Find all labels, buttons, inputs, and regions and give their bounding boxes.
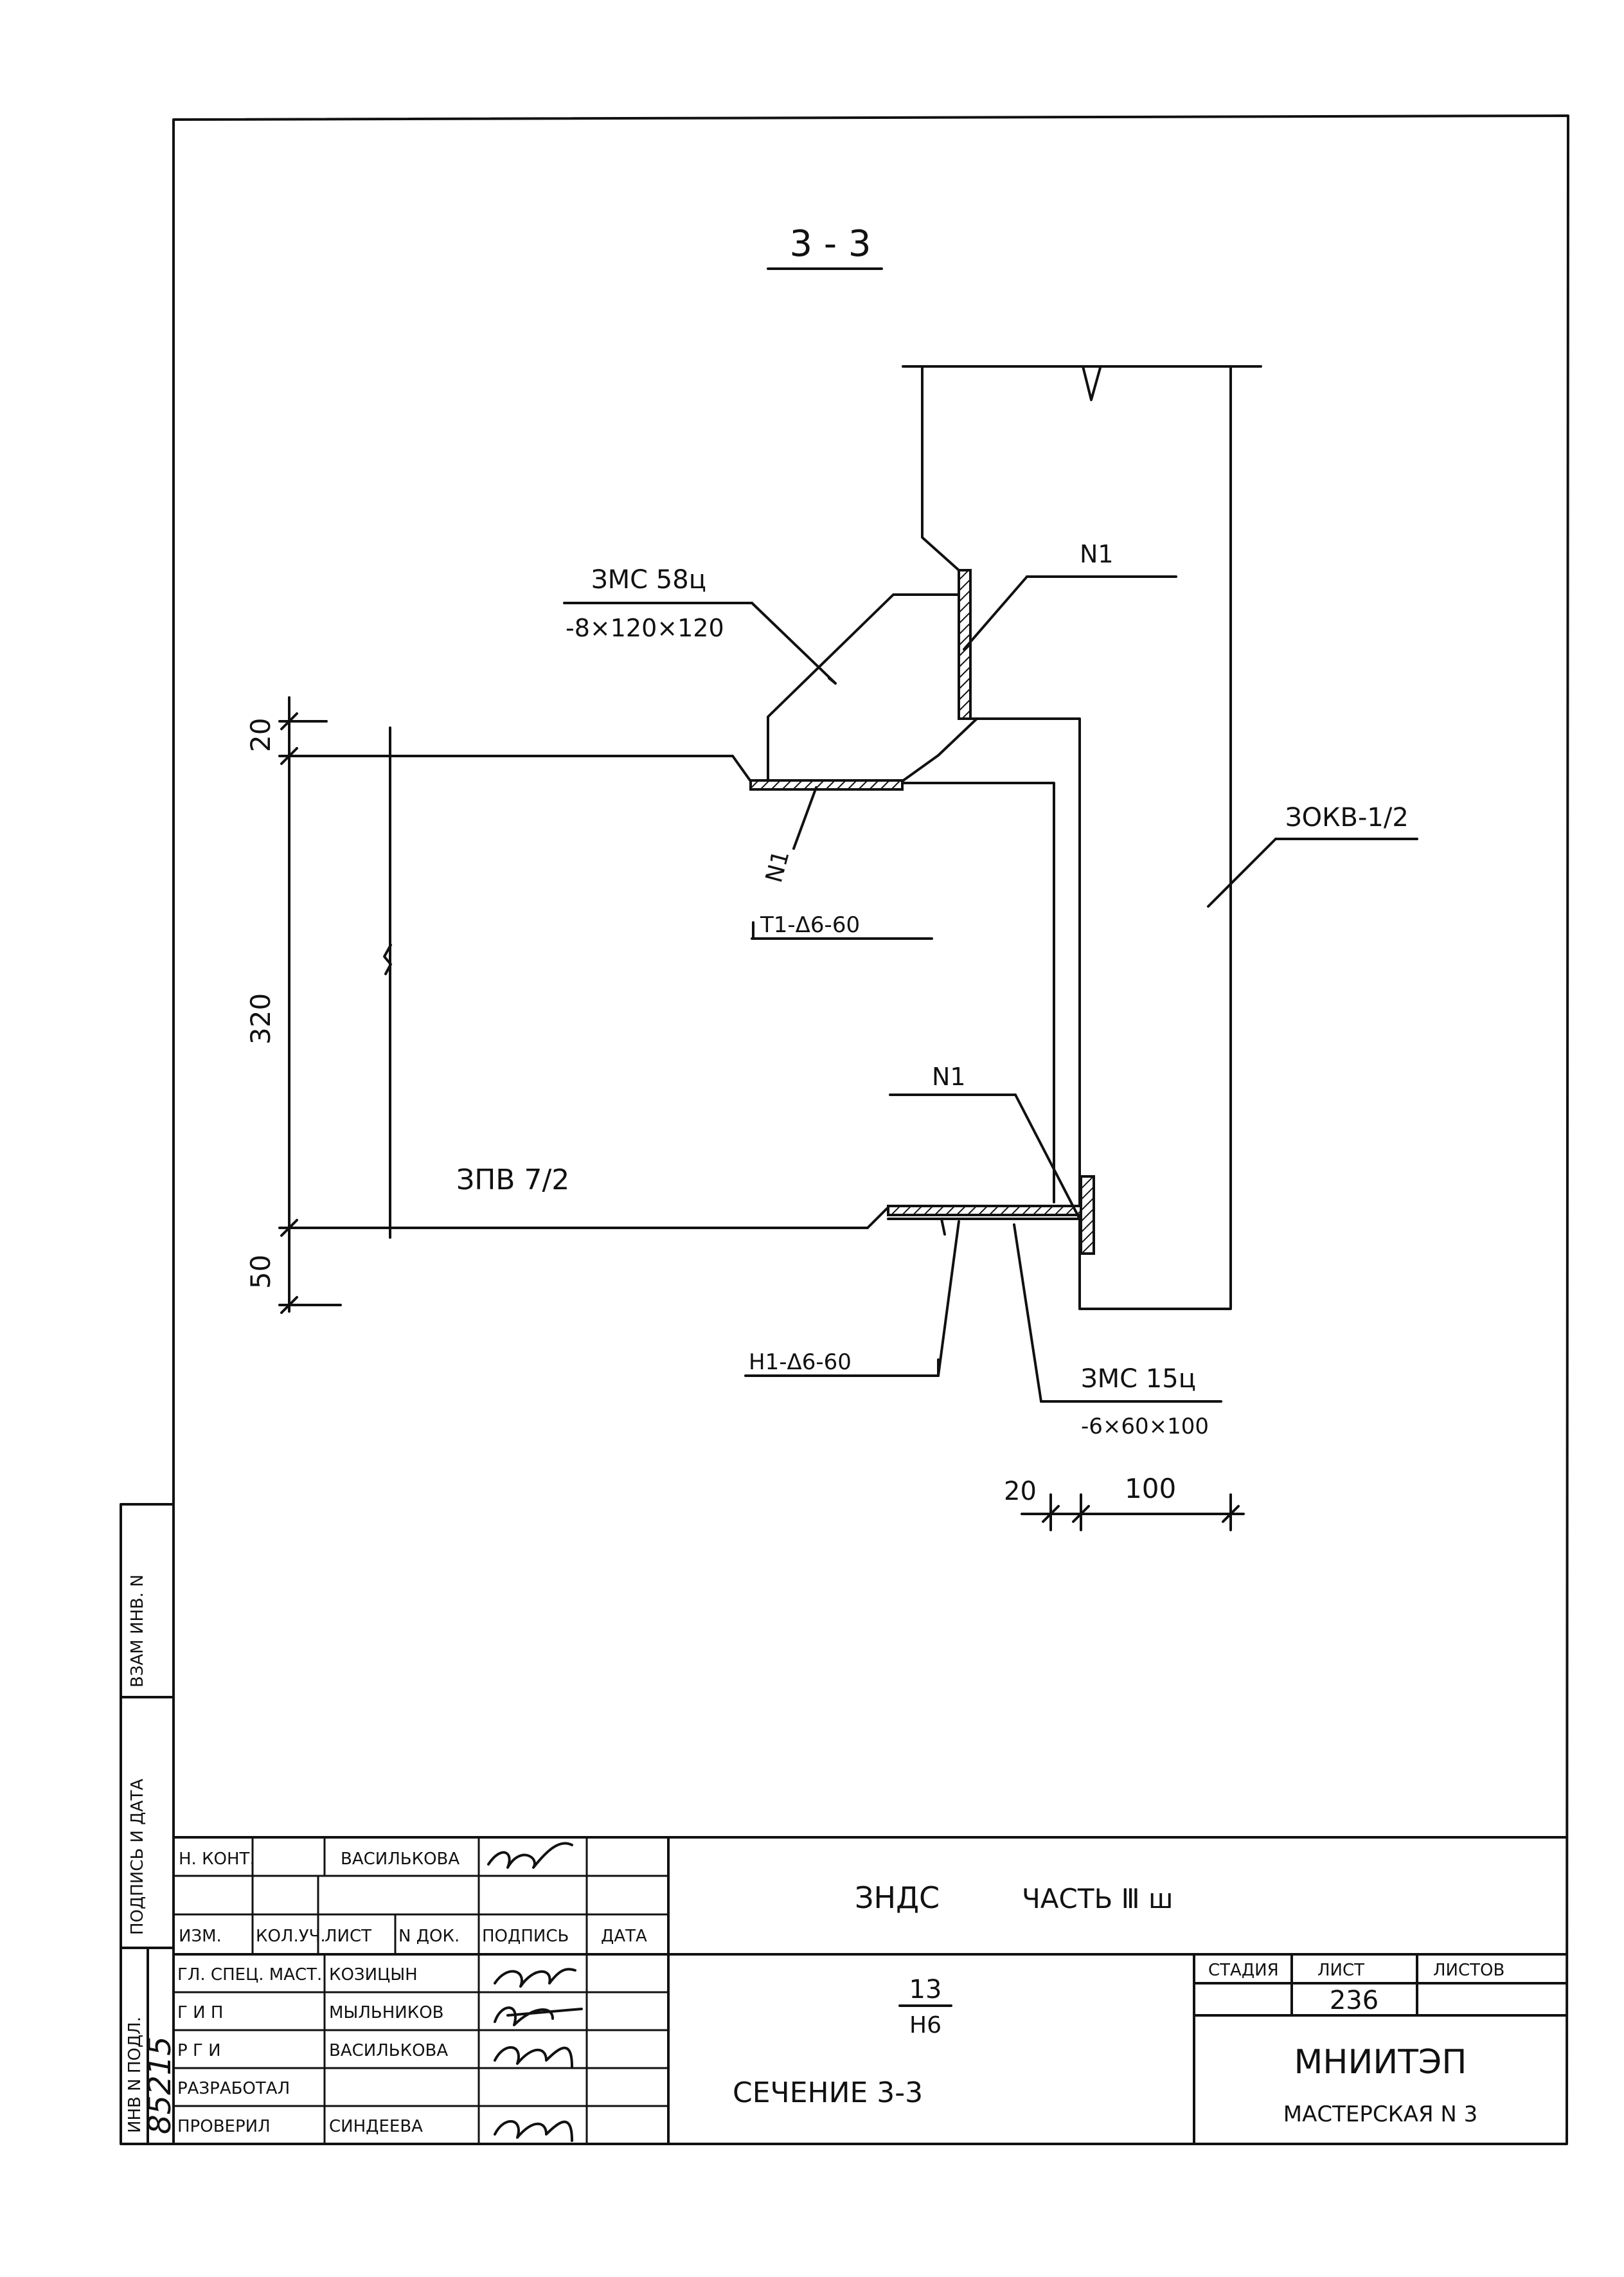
- leader-anchor-bottom: Н1-Δ6-60: [744, 1220, 960, 1377]
- label-plate-bottom-name: ЗМС 15ц: [1081, 1364, 1196, 1394]
- tb-name-nkont: ВАСИЛЬКОВА: [341, 1850, 460, 1869]
- stamp-sign-date: ПОДПИСЬ И ДАТА: [128, 1779, 147, 1935]
- tb-frac-bottom: Н6: [909, 2012, 941, 2039]
- tb-name-5: СИНДЕЕВА: [329, 2117, 423, 2136]
- section-title: 3 - 3: [767, 223, 883, 270]
- tb-hdr-list: ЛИСТ: [325, 1927, 371, 1946]
- title-block: Н. КОНТ. ВАСИЛЬКОВА ИЗМ. КОЛ.УЧ. ЛИСТ N …: [172, 1836, 1568, 2145]
- label-anchor-bottom: Н1-Δ6-60: [749, 1349, 852, 1375]
- label-plate-top-size: -8×120×120: [566, 614, 724, 642]
- stamp-inv-podl: ИНВ N ПОДЛ.: [125, 2017, 145, 2133]
- label-weld-bottom: N1: [932, 1063, 966, 1091]
- signature-5: [494, 2120, 573, 2142]
- tb-role-nkont: Н. КОНТ.: [179, 1850, 255, 1869]
- label-slab: ЗПВ 7/2: [456, 1164, 569, 1196]
- leader-column: ЗОКВ-1/2: [1207, 803, 1418, 908]
- label-plate-bottom-size: -6×60×100: [1081, 1414, 1209, 1439]
- tb-name-3: ВАСИЛЬКОВА: [329, 2041, 448, 2060]
- leader-weld-top-right: N1: [963, 540, 1177, 651]
- top-vertical-plate: [958, 569, 972, 720]
- tb-part: ЧАСТЬ Ⅲ ш: [1022, 1883, 1173, 1914]
- top-embedded-plate: [767, 593, 978, 784]
- signature-2: [494, 1968, 576, 1988]
- vertical-dimensions: 20 320 50: [245, 696, 342, 1314]
- label-column: ЗОКВ-1/2: [1285, 803, 1409, 833]
- tb-stage-label: СТАДИЯ: [1208, 1961, 1279, 1980]
- tb-role-5: ПРОВЕРИЛ: [177, 2117, 271, 2136]
- tb-sheets-label: ЛИСТОВ: [1433, 1961, 1504, 1980]
- tb-role-2: Г И П: [177, 2003, 223, 2022]
- tb-org: МНИИТЭП: [1294, 2043, 1467, 2082]
- dim-top-offset: 20: [245, 718, 276, 752]
- tb-name-2: МЫЛЬНИКОВ: [329, 2003, 444, 2022]
- dim-height: 320: [245, 993, 276, 1045]
- tb-hdr-izm: ИЗМ.: [179, 1927, 222, 1946]
- label-anchor-top: Т1-Δ6-60: [760, 912, 860, 938]
- signature-3: [494, 2006, 583, 2026]
- dim-bottom-offset: 50: [245, 1255, 276, 1289]
- signature-4: [494, 2046, 573, 2068]
- tb-sheet-value: 236: [1330, 1986, 1379, 2015]
- tb-hdr-date: ДАТА: [601, 1927, 647, 1946]
- column-outline: [902, 365, 1262, 1310]
- slab-outline: [283, 726, 1055, 1239]
- tb-name-1: КОЗИЦЫН: [329, 1965, 418, 1985]
- signature-1: [487, 1842, 573, 1869]
- label-plate-top-name: ЗМС 58ц: [591, 565, 706, 595]
- dim-plate-width: 100: [1125, 1473, 1176, 1504]
- leader-anchor-top: N1 Т1-Δ6-60: [751, 786, 933, 940]
- leader-plate-top: ЗМС 58ц -8×120×120: [563, 565, 837, 685]
- tb-hdr-ndoc: N ДОК.: [398, 1927, 460, 1946]
- sheet-border: [172, 114, 1569, 2145]
- tb-sheet-title: СЕЧЕНИЕ 3-3: [733, 2076, 923, 2109]
- tb-hdr-kol: КОЛ.УЧ.: [256, 1927, 326, 1946]
- section-title-text: 3 - 3: [789, 223, 871, 265]
- tb-project: ЗНДС: [855, 1880, 940, 1915]
- tb-role-3: Р Г И: [177, 2041, 221, 2060]
- tb-frac-top: 13: [909, 1975, 942, 2004]
- tb-sheet-label: ЛИСТ: [1317, 1961, 1364, 1980]
- top-horizontal-plate: [749, 779, 904, 791]
- leader-weld-bottom: N1: [889, 1063, 1082, 1223]
- stamp-inv-number: 85215: [142, 2036, 178, 2134]
- leader-plate-bottom: ЗМС 15ц -6×60×100: [1013, 1223, 1222, 1439]
- tb-role-4: РАЗРАБОТАЛ: [177, 2079, 290, 2098]
- tb-role-1: ГЛ. СПЕЦ. МАСТ.: [177, 1965, 322, 1985]
- side-stamp: ВЗАМ ИНВ. N ПОДПИСЬ И ДАТА ИНВ N ПОДЛ. 8…: [120, 1503, 178, 2145]
- bottom-vertical-plate: [1080, 1175, 1095, 1255]
- tb-workshop: МАСТЕРСКАЯ N 3: [1283, 2102, 1478, 2127]
- label-weld-top-left: N1: [761, 848, 795, 886]
- dim-gap: 20: [1004, 1477, 1037, 1506]
- tb-hdr-sign: ПОДПИСЬ: [482, 1927, 569, 1946]
- horizontal-dimensions: 20 100: [1004, 1473, 1245, 1531]
- stamp-zam-inv: ВЗАМ ИНВ. N: [128, 1574, 147, 1688]
- bottom-horizontal-plate: [887, 1205, 1082, 1216]
- label-weld-top-right: N1: [1080, 540, 1114, 568]
